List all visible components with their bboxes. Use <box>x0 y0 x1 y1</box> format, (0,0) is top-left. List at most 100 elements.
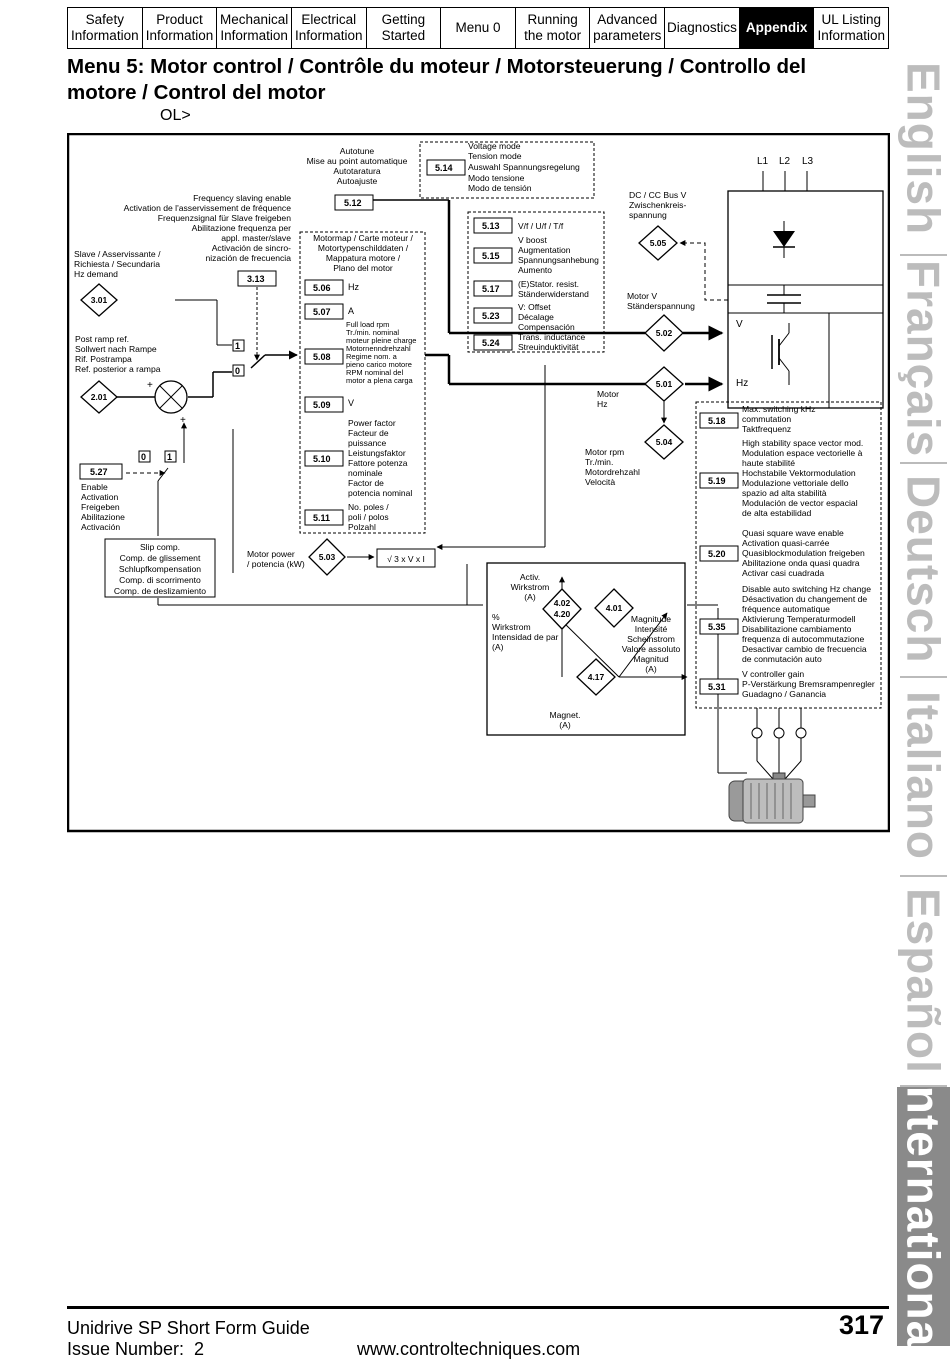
svg-text:Richiesta / Secundaria: Richiesta / Secundaria <box>74 259 160 269</box>
svg-text:(E)Stator. resist.: (E)Stator. resist. <box>518 279 579 289</box>
sum-plus-bottom: + <box>180 415 186 426</box>
svg-text:Quasi square wave enable: Quasi square wave enable <box>742 528 844 538</box>
svg-text:commutation: commutation <box>742 414 791 424</box>
svg-text:nización de frecuencia: nización de frecuencia <box>205 253 291 263</box>
tab-appendix[interactable]: Appendix <box>739 8 815 48</box>
svg-text:Autotaratura: Autotaratura <box>333 166 381 176</box>
svg-text:frequenza di autocommutazione: frequenza di autocommutazione <box>742 634 865 644</box>
motor-hz-label: Motor Hz <box>597 389 619 409</box>
inverter-v-label: V <box>736 319 743 330</box>
svg-text:Slip comp.: Slip comp. <box>140 542 180 552</box>
lang-tab-italiano[interactable]: Italiano <box>897 691 950 861</box>
svg-text:Augmentation: Augmentation <box>518 245 571 255</box>
svg-text:nominale: nominale <box>348 468 383 478</box>
switch-marker-1 <box>232 339 245 352</box>
motor-map-5-10-label: Power factor Facteur de puissance Leistu… <box>348 418 412 498</box>
svg-text:Motormap / Carte moteur /: Motormap / Carte moteur / <box>313 233 413 243</box>
svg-text:1: 1 <box>167 452 172 462</box>
svg-text:Autoajuste: Autoajuste <box>337 176 378 186</box>
param-diamond-4-17 <box>576 658 616 696</box>
svg-text:Intensidad de par: Intensidad de par <box>492 632 559 642</box>
svg-text:Tr./min. nominal: Tr./min. nominal <box>346 328 399 337</box>
svg-text:Taktfrequenz: Taktfrequenz <box>742 424 791 434</box>
svg-text:Intensité: Intensité <box>635 624 668 634</box>
svg-text:5.20: 5.20 <box>708 549 726 559</box>
tab-running-the-motor[interactable]: Running the motor <box>516 8 591 48</box>
magnitude-label: Magnitude Intensité Scheinstrom Valore a… <box>622 614 681 674</box>
tab-diagnostics[interactable]: Diagnostics <box>665 8 740 48</box>
svg-text:Disable auto switching Hz chan: Disable auto switching Hz change <box>742 584 871 594</box>
lang-tab-francais[interactable]: Français <box>897 259 950 458</box>
svg-text:V/f / U/f / T/f: V/f / U/f / T/f <box>518 221 564 231</box>
svg-text:High stability space vector mo: High stability space vector mod. <box>742 438 863 448</box>
svg-text:Slave / Asservissante /: Slave / Asservissante / <box>74 249 161 259</box>
motor-map-5-11-label: No. poles / poli / polos Polzahl <box>348 502 389 532</box>
lang-tab-international[interactable]: International <box>897 1071 950 1362</box>
switch-marker-0 <box>232 364 245 377</box>
svg-text:Tr./min.: Tr./min. <box>585 457 613 467</box>
svg-text:Frequency slaving enable: Frequency slaving enable <box>193 193 291 203</box>
svg-text:4.01: 4.01 <box>606 603 623 613</box>
motor-v-label: Motor V Ständerspannung <box>627 291 695 311</box>
sum-plus-left: + <box>147 380 153 391</box>
svg-text:Motor power: Motor power <box>247 549 295 559</box>
enable-label: Enable Activation Freigeben Abilitazione… <box>81 482 125 532</box>
param-diamond-5-01 <box>644 366 684 402</box>
svg-text:Enable: Enable <box>81 482 108 492</box>
percent-current-label: % Wirkstrom Intensidad de par (A) <box>492 612 559 652</box>
lang-tab-english[interactable]: English <box>897 62 950 236</box>
param-box-5-11 <box>304 509 344 526</box>
svg-text:5.11: 5.11 <box>313 513 330 523</box>
param-box-3-13 <box>237 270 277 287</box>
svg-text:(A): (A) <box>492 642 504 652</box>
svg-text:Motor: Motor <box>597 389 619 399</box>
tab-ul-listing-information[interactable]: UL Listing Information <box>817 12 885 43</box>
svg-text:5.09: 5.09 <box>313 400 331 410</box>
svg-text:Comp. de glissement: Comp. de glissement <box>120 553 201 563</box>
svg-text:Plano del motor: Plano del motor <box>333 263 393 273</box>
svg-text:(A): (A) <box>645 664 657 674</box>
svg-text:Factor de: Factor de <box>348 478 384 488</box>
svg-text:Zwischenkreis-: Zwischenkreis- <box>629 200 686 210</box>
slave-demand-label: Slave / Asservissante / Richiesta / Secu… <box>74 249 161 279</box>
tab-electrical-information[interactable]: Electrical Information <box>292 8 367 48</box>
tab-mechanical-information[interactable]: Mechanical Information <box>217 8 292 48</box>
svg-text:%: % <box>492 612 500 622</box>
svg-text:5.04: 5.04 <box>656 437 673 447</box>
svg-text:V controller gain: V controller gain <box>742 669 804 679</box>
slip-comp-box <box>104 538 216 598</box>
param-diamond-5-05 <box>638 225 678 261</box>
lang-tab-espanol[interactable]: Español <box>897 887 950 1074</box>
svg-text:Comp. di scorrimento: Comp. di scorrimento <box>119 575 201 585</box>
tab-product-information[interactable]: Product Information <box>143 8 218 48</box>
lang-tab-deutsch[interactable]: Deutsch <box>897 475 950 664</box>
svg-text:Post ramp ref.: Post ramp ref. <box>75 334 129 344</box>
svg-text:Mappatura motore /: Mappatura motore / <box>326 253 401 263</box>
svg-text:motor a plena carga: motor a plena carga <box>346 376 414 385</box>
phase-l1-label: L1 <box>757 156 769 167</box>
svg-text:pieno carico motore: pieno carico motore <box>346 360 412 369</box>
tab-advanced-parameters[interactable]: Advanced parameters <box>590 8 666 48</box>
svg-text:Quasiblockmodulation freigeben: Quasiblockmodulation freigeben <box>742 548 865 558</box>
tab-menu-0[interactable]: Menu 0 <box>441 8 516 48</box>
switch-marker-1b <box>164 450 177 463</box>
svg-text:5.10: 5.10 <box>313 454 331 464</box>
svg-text:Activación de sincro-: Activación de sincro- <box>212 243 291 253</box>
svg-text:Modo tensione: Modo tensione <box>468 173 525 183</box>
svg-text:Autotune: Autotune <box>340 146 375 156</box>
magnet-label: Magnet. (A) <box>549 710 580 730</box>
svg-text:Abilitazione frequenza per: Abilitazione frequenza per <box>192 223 292 233</box>
svg-text:√ 3 x V x I: √ 3 x V x I <box>387 554 425 564</box>
tab-safety-information[interactable]: Safety Information <box>68 8 143 48</box>
tab-getting-started[interactable]: Getting Started <box>367 8 442 48</box>
autotune-label: Autotune Mise au point automatique Autot… <box>307 146 408 186</box>
svg-text:de conmutación auto: de conmutación auto <box>742 654 822 664</box>
footer-website-link[interactable]: www.controltechniques.com <box>357 1339 581 1359</box>
svg-text:RPM nominal del: RPM nominal del <box>346 368 403 377</box>
svg-text:Ref. posterior a rampa: Ref. posterior a rampa <box>75 364 161 374</box>
svg-text:Freigeben: Freigeben <box>81 502 120 512</box>
svg-text:Schlupfkompensation: Schlupfkompensation <box>119 564 201 574</box>
svg-text:Motor rpm: Motor rpm <box>585 447 624 457</box>
svg-text:5.24: 5.24 <box>482 338 500 348</box>
param-box-5-19 <box>699 472 739 489</box>
